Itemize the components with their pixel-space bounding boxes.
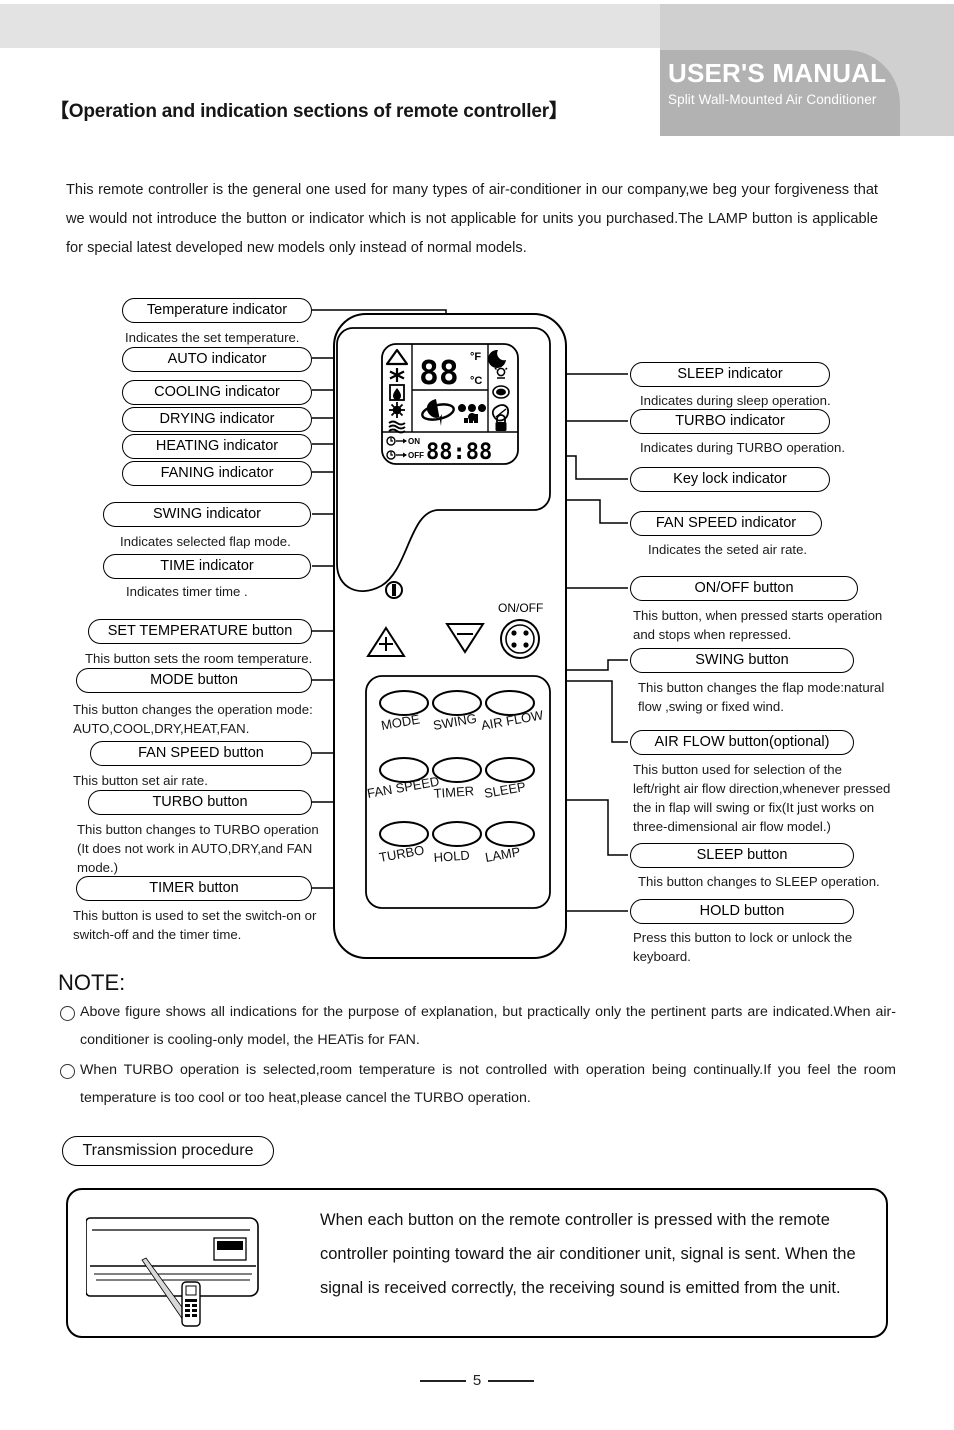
button-label-hold: HOLD [433,848,470,865]
page-number: 5 [472,1372,482,1389]
callout-label: COOLING indicator [154,384,280,401]
callout-turbo-button[interactable]: TURBO button [88,790,312,815]
callout-label: TIME indicator [160,558,254,575]
remote-controller-illustration: 88 °F °C [330,312,580,962]
callout-label: AUTO indicator [167,351,267,368]
onoff-label: ON/OFF [498,601,543,615]
caption-fan-speed-button: This button set air rate. [73,773,208,788]
caption-fan-speed-indicator: Indicates the seted air rate. [648,542,808,557]
callout-faning-indicator[interactable]: FANING indicator [122,461,312,486]
callout-swing-button[interactable]: SWING button [630,648,854,673]
callout-label: FAN SPEED button [138,745,264,762]
callout-hold-button[interactable]: HOLD button [630,899,854,924]
callout-key-lock-indicator[interactable]: Key lock indicator [630,467,830,492]
header-dark-band [660,50,900,136]
callout-label: TURBO button [152,794,248,811]
callout-time-indicator[interactable]: TIME indicator [103,554,311,579]
callout-label: HOLD button [699,903,785,920]
ac-unit-illustration [85,1200,296,1335]
caption-mode-button: This button changes the operation mode: … [73,702,313,736]
caption-temperature-indicator: Indicates the set temperature. [125,330,300,345]
caption-hold-button: Press this button to lock or unlock the … [633,930,853,964]
callout-label: TIMER button [149,880,239,897]
page-footer: 5 [0,1372,954,1389]
callout-onoff-button[interactable]: ON/OFF button [630,576,858,601]
plus-button [366,626,406,657]
header-notch [895,50,954,136]
callout-label: SET TEMPERATURE button [107,623,293,640]
lcd-screen: 88 °F °C [381,343,519,465]
callout-air-flow-button[interactable]: AIR FLOW button(optional) [630,730,854,755]
minus-button [445,623,485,654]
note-bullet-icon [60,1064,75,1079]
caption-sleep-button: This button changes to SLEEP operation. [638,874,880,889]
callout-label: Temperature indicator [146,302,288,319]
callout-heating-indicator[interactable]: HEATING indicator [122,434,312,459]
callout-label: SWING button [695,652,789,669]
caption-turbo-indicator: Indicates during TURBO operation. [640,440,846,455]
callout-timer-button[interactable]: TIMER button [76,876,312,901]
svg-text:°C: °C [470,375,482,387]
callout-label: MODE button [150,672,238,689]
callout-cooling-indicator[interactable]: COOLING indicator [122,380,312,405]
callout-turbo-indicator[interactable]: TURBO indicator [630,409,830,434]
caption-sleep-indicator: Indicates during sleep operation. [640,393,831,408]
callout-fan-speed-button[interactable]: FAN SPEED button [90,741,312,766]
footer-rule-left [419,1380,466,1382]
callout-label: SWING indicator [153,506,261,523]
transmission-procedure-label: Transmission procedure [82,1142,254,1159]
svg-text:OFF: OFF [408,451,424,460]
intro-paragraph: This remote controller is the general on… [66,182,878,256]
callout-label: HEATING indicator [155,438,279,455]
callout-label: SLEEP button [696,847,788,864]
callout-label: Key lock indicator [673,471,787,488]
transmission-procedure-pill[interactable]: Transmission procedure [62,1136,274,1166]
onoff-button [500,619,540,659]
callout-label: DRYING indicator [159,411,275,428]
lcd-timer-digits: 88:88 [426,440,492,465]
svg-text:°F: °F [470,351,481,363]
footer-rule-right [488,1380,535,1382]
callout-label: TURBO indicator [675,413,785,430]
callout-sleep-button[interactable]: SLEEP button [630,843,854,868]
lcd-temp-digits: 88 [419,353,459,392]
callout-set-temperature-button[interactable]: SET TEMPERATURE button [88,619,312,644]
caption-turbo-button: This button changes to TURBO operation (… [77,822,319,875]
caption-air-flow-button: This button used for selection of the le… [633,762,891,834]
callout-temperature-indicator[interactable]: Temperature indicator [122,298,312,323]
note-bullet-icon [60,1006,75,1021]
callout-mode-button[interactable]: MODE button [76,668,312,693]
callout-label: ON/OFF button [694,580,794,597]
callout-auto-indicator[interactable]: AUTO indicator [122,347,312,372]
caption-timer-button: This button is used to set the switch-on… [73,908,317,942]
manual-subtitle: Split Wall-Mounted Air Conditioner [668,92,877,107]
caption-time-indicator: Indicates timer time . [126,584,248,599]
caption-swing-indicator: Indicates selected flap mode. [120,534,291,549]
page-title: 【Operation and indication sections of re… [50,101,568,122]
set-temperature-icon [385,581,403,599]
callout-label: FAN SPEED indicator [655,515,797,532]
callout-swing-indicator[interactable]: SWING indicator [103,502,311,527]
callout-label: AIR FLOW button(optional) [654,734,830,751]
svg-text:ON: ON [408,437,420,446]
note-item-2: When TURBO operation is selected,room te… [80,1062,896,1106]
note-heading: NOTE: [58,970,126,995]
caption-set-temperature-button: This button sets the room temperature. [85,651,313,666]
button-label-timer: TIMER [433,783,474,801]
note-item-1: Above figure shows all indications for t… [80,1004,896,1048]
manual-title: USER'S MANUAL [668,58,887,88]
callout-label: SLEEP indicator [677,366,783,383]
caption-onoff-button: This button, when pressed starts operati… [633,608,883,642]
callout-sleep-indicator[interactable]: SLEEP indicator [630,362,830,387]
transmission-text: When each button on the remote controlle… [320,1211,856,1297]
callout-fan-speed-indicator[interactable]: FAN SPEED indicator [630,511,822,536]
callout-label: FANING indicator [160,465,274,482]
callout-drying-indicator[interactable]: DRYING indicator [122,407,312,432]
caption-swing-button: This button changes the flap mode:natura… [638,680,885,714]
